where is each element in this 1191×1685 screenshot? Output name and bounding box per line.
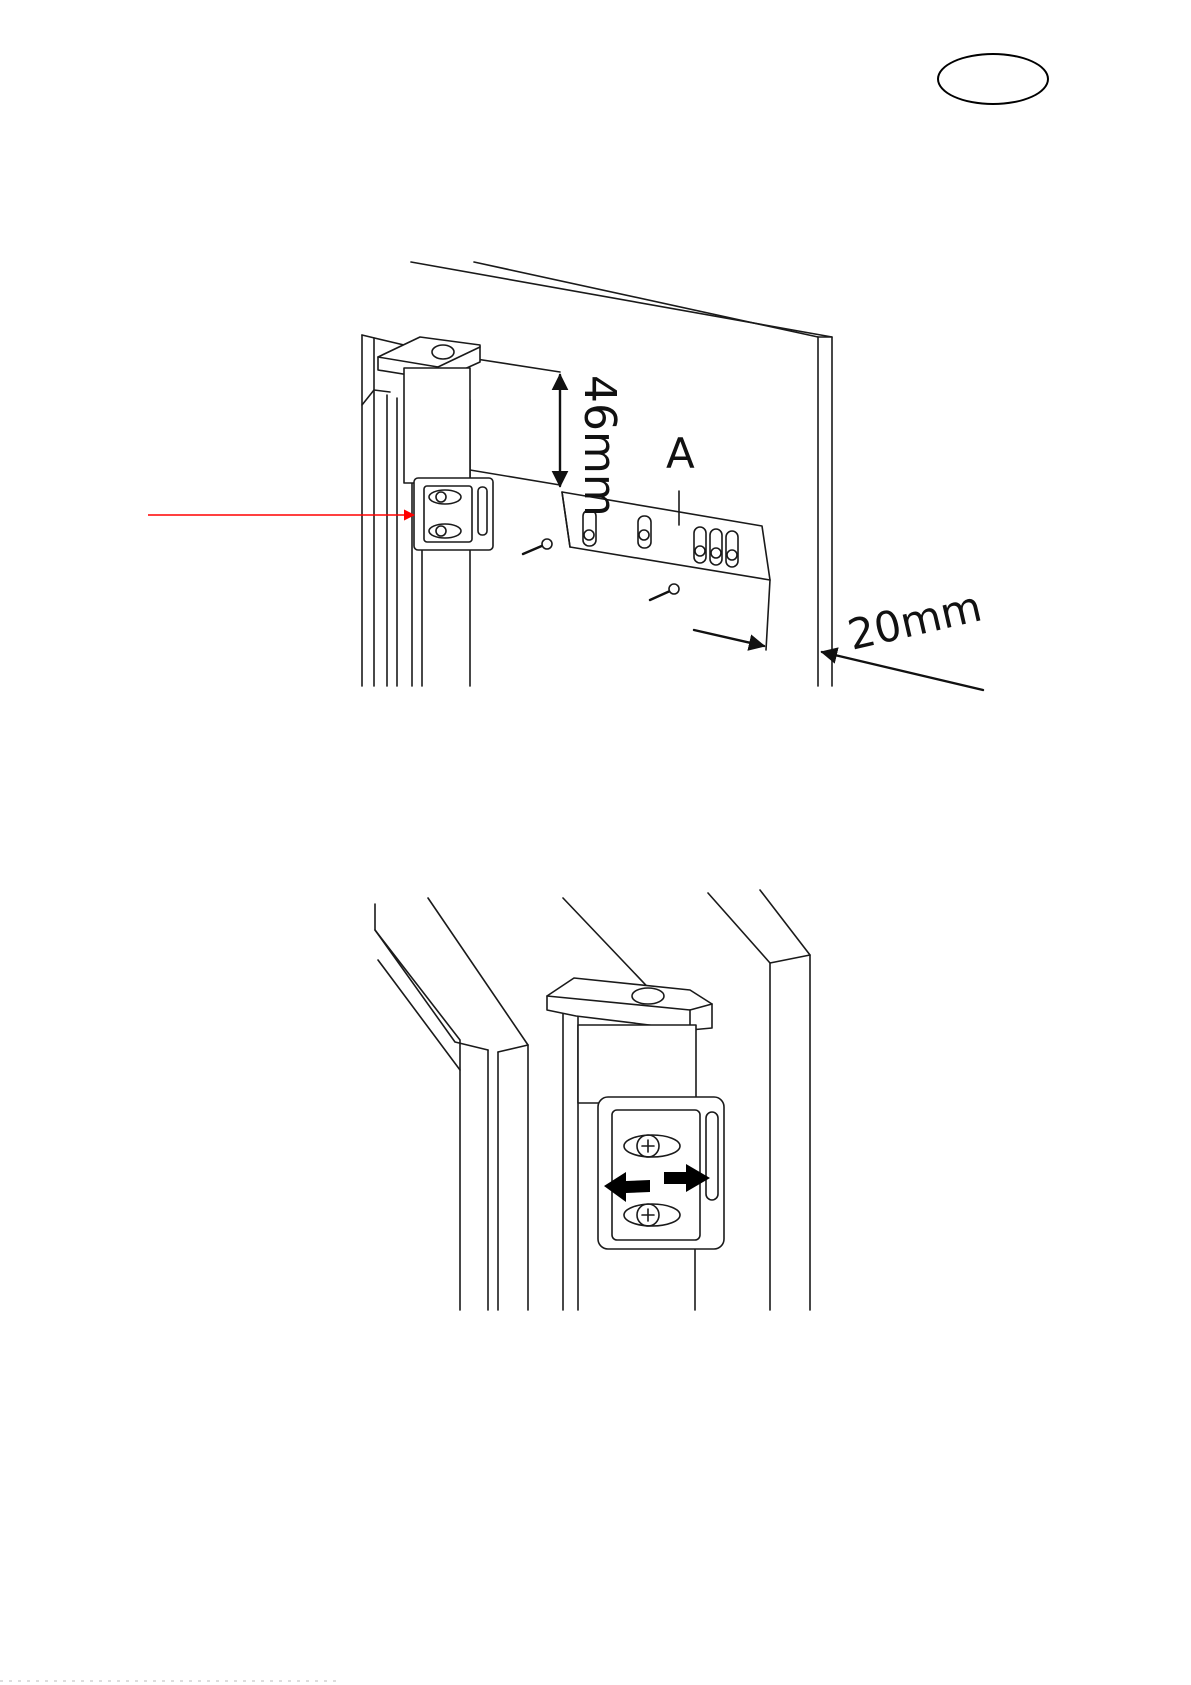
offset-dimension-label: 20mm xyxy=(843,582,986,660)
screw-icon xyxy=(650,584,679,600)
hinge-adjustment-bracket-closeup xyxy=(598,1097,724,1249)
bottom-diagram xyxy=(375,890,810,1310)
hinge-adjustment-bracket xyxy=(414,478,493,550)
part-a-label: A xyxy=(666,429,695,478)
top-diagram: 46mm A 20mm xyxy=(148,262,986,690)
top-bracket-closeup xyxy=(547,978,712,1103)
height-dimension-label: 46mm xyxy=(574,375,625,517)
screw-icon xyxy=(523,539,552,554)
appliance-door-frame-closeup xyxy=(375,898,528,1310)
furniture-door-closeup xyxy=(708,890,810,1310)
top-bracket xyxy=(378,337,480,483)
